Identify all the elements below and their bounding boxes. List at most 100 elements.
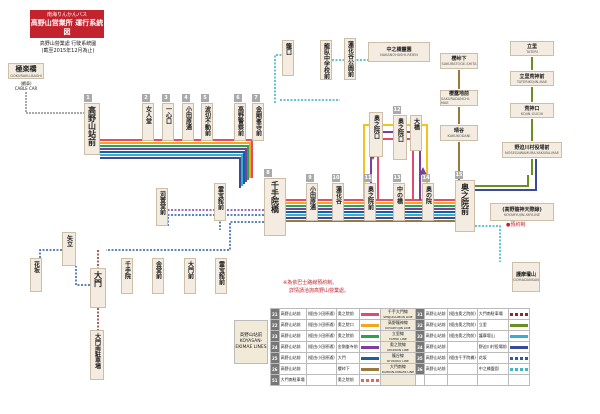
station-name-en: KOYARYUJIN-SKYLINE (503, 213, 541, 217)
note-line2: 詳情請洽詢高野山營業處。 (289, 288, 350, 294)
platform-number: 5 (201, 94, 209, 102)
station-s3[interactable]: 一心口 (162, 103, 174, 141)
station-name: (高野龍神天際線) (502, 207, 542, 213)
station-s6[interactable]: 高野警察前 (234, 103, 246, 141)
route-via: (經由奥之院前) (446, 330, 478, 342)
station-name-en: KOJIN-GUCHI (520, 111, 544, 116)
route-number: 23 (270, 330, 280, 342)
station-s7[interactable]: 金剛峯寺前 (252, 103, 264, 141)
station-s26[interactable]: 奥之院口 (369, 112, 383, 157)
route-dest: 奥之院口 (335, 319, 360, 331)
station-name: 立里 (526, 43, 537, 50)
station-s19[interactable]: 千手院 (121, 258, 133, 294)
station-s14[interactable]: 奥の院 (422, 183, 434, 221)
station-name: 櫻峠下 (451, 56, 467, 62)
route-via: (經由小田原通) (305, 352, 337, 364)
route-dest: 大門南駐車場 (476, 308, 509, 320)
station-name: 龍臥中学校前 (322, 43, 330, 79)
line-name (379, 374, 417, 386)
yoyaku-label: ●預約制 (506, 222, 526, 228)
route-via (305, 374, 337, 386)
station-s29[interactable]: 籠口 (282, 40, 294, 76)
station-s24[interactable]: 花坂 (30, 258, 42, 292)
platform-number: 7 (252, 94, 260, 102)
station-s18[interactable]: 大門 (90, 268, 106, 308)
station-name: 中之橋靈園 (386, 47, 412, 53)
station-s22[interactable]: 霊宝館前 (215, 258, 227, 294)
station-s28[interactable]: 龍臥中学校前 (320, 40, 332, 80)
cable-car-line (25, 92, 84, 114)
station-s13[interactable]: 中の橋 (393, 183, 405, 221)
route-dest: 花坂 (476, 352, 509, 364)
route-origin: 高野山站前 (423, 330, 448, 342)
station-s12[interactable]: 奥之院口 (393, 115, 407, 160)
line-swatch (358, 319, 381, 331)
route-dest: 立里 (476, 319, 509, 331)
line-swatch (507, 363, 530, 375)
line-swatch (358, 352, 381, 364)
station-s5[interactable]: 波切不動前 (201, 103, 213, 141)
station-s2[interactable]: 女人堂 (142, 103, 154, 141)
station-name: 一心口 (164, 106, 172, 124)
line-swatch (507, 352, 530, 364)
station-name-en: GOKURAKU-BASHI (10, 73, 42, 78)
station-s4[interactable]: 小田原通 (182, 103, 194, 141)
station-s15[interactable]: 奥之院前 (455, 180, 475, 232)
station-s16[interactable]: 霊宝館前 (214, 183, 226, 221)
station-s11[interactable]: 奥之院前 (364, 183, 376, 221)
station-s21[interactable]: 大門前 (184, 258, 196, 294)
platform-number: 11 (364, 174, 372, 182)
route-via: (經由小田原通) (305, 341, 337, 353)
legend-empty (423, 374, 448, 386)
station-s27[interactable]: 大橋 (410, 115, 422, 151)
station-name: 櫻露地前 (448, 91, 469, 97)
station-s25[interactable]: 大門南駐車場 (90, 330, 104, 380)
station-name-en: NOSEGAWAMURA-YAKUBA-MAE (504, 151, 560, 155)
platform-number: 10 (332, 174, 340, 182)
platform-number: 2 (142, 94, 150, 102)
route-number: 22 (270, 319, 280, 331)
legend-left-ja: 高野山站前 (239, 333, 263, 338)
station-s30[interactable]: 蓮花谷公園前 (344, 38, 356, 80)
station-s9[interactable]: 小田原通 (306, 183, 318, 221)
route-origin: 高野山站前 (278, 319, 307, 331)
station-name: 矢立 (65, 235, 73, 247)
platform-number: 12 (393, 106, 401, 114)
station-s20[interactable]: 金堂前 (152, 258, 164, 294)
platform-number: 1 (84, 94, 92, 102)
station-name-en: SAKURADANCHI-MAE (441, 97, 471, 105)
station-s23[interactable]: 矢立 (62, 232, 76, 266)
platform-number: 4 (182, 94, 190, 102)
station-s8[interactable]: 千手院橋 (264, 178, 286, 236)
station-h9[interactable]: (高野龍神天際線)KOYARYUJIN-SKYLINE (490, 203, 554, 221)
station-gokurakubashi[interactable]: 極楽橋 GOKURAKU-BASHI (8, 63, 44, 79)
route-dest: 野迫川村役場前 (476, 341, 509, 353)
station-name: 大橋 (412, 118, 420, 130)
route-origin: 高野山站前 (423, 341, 448, 353)
station-name: 護摩壇山 (515, 272, 536, 278)
station-s17[interactable]: 苅萱堂前 (156, 188, 168, 226)
subtitle-line1: 高野山營業處 行駛系統圖 (39, 41, 97, 47)
station-name: 霊宝館前 (217, 261, 225, 285)
station-name: 奥之院前 (460, 183, 470, 215)
station-s1[interactable]: 高野山站前 (84, 103, 100, 155)
route-number: 35 (415, 352, 425, 364)
line-swatch (358, 308, 381, 320)
route-number: 24 (270, 341, 280, 353)
station-s10[interactable]: 蓮花谷 (332, 183, 344, 221)
station-name: 高野山站前 (87, 106, 97, 146)
